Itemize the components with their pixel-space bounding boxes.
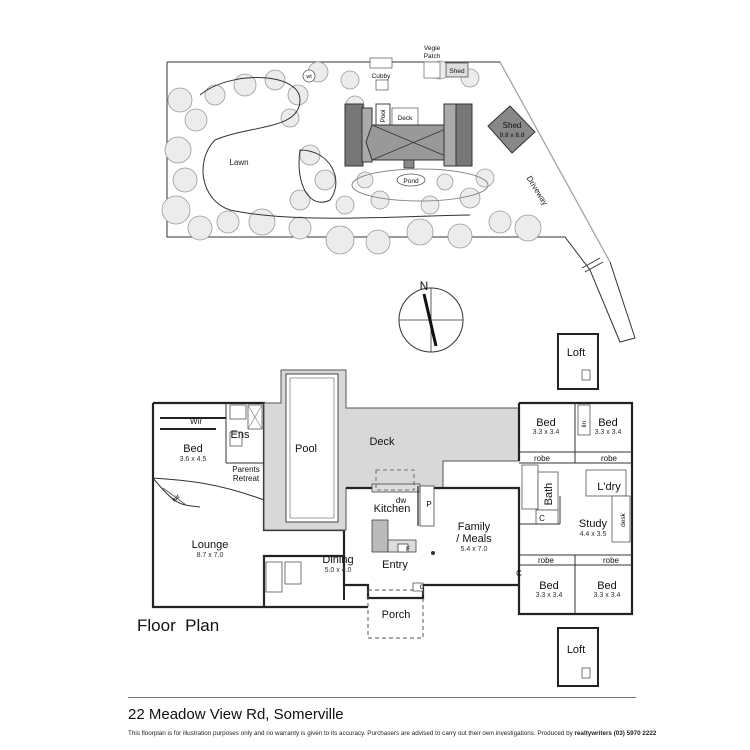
compass-needle [422, 293, 438, 347]
lawn-label: Lawn [229, 158, 248, 167]
property-boundary [166, 61, 636, 343]
bed3-dim: 3.3 x 3.4 [595, 429, 622, 436]
bed2-dim: 3.3 x 3.4 [533, 429, 560, 436]
room-labels: Wir Ens Bed 3.6 x 4.5 Parents Retreat wi… [170, 347, 627, 656]
side-closet-label: C [516, 569, 522, 578]
family-label-2: / Meals [456, 533, 492, 545]
loft-top [557, 333, 599, 390]
cubby-label: Cubby [372, 73, 392, 80]
pool-label: Pool [295, 443, 317, 455]
vegie-label-2: Patch [424, 53, 441, 60]
water-tank [302, 69, 316, 83]
porch-area [367, 589, 424, 639]
loft-bottom [557, 627, 599, 687]
floor-plan-title: Floor Plan [137, 616, 220, 635]
disclaimer-text: This floorplan is for illustration purpo… [128, 730, 573, 737]
lounge-dim: 8.7 x 7.0 [197, 552, 224, 559]
fridge-label: F [406, 546, 410, 553]
study-label: Study [579, 518, 608, 530]
parents-retreat-label-1: Parents [232, 465, 260, 474]
robe-a-label: robe [534, 454, 551, 463]
small-shed [445, 62, 469, 78]
pantry-label: P [426, 500, 431, 509]
lounge-label: Lounge [192, 539, 229, 551]
entry-label: Entry [382, 559, 408, 571]
property-address: 22 Meadow View Rd, Somerville [128, 706, 344, 723]
linen-label: lin [581, 420, 588, 427]
ensuite-label: Ens [231, 429, 250, 441]
entry-closet-label: C [420, 584, 425, 591]
robe-c-label: robe [538, 556, 555, 565]
porch-label: Porch [382, 609, 411, 621]
pond-label: Pond [403, 178, 419, 185]
site-deck-label: Deck [398, 115, 414, 122]
robe-d-label: robe [603, 556, 620, 565]
loft-top-label: Loft [567, 347, 585, 359]
bed5-dim: 3.3 x 3.4 [594, 592, 621, 599]
floor-plan [151, 333, 634, 687]
dishwasher-label: dw [396, 496, 406, 505]
hall-closet-label: C [539, 514, 545, 523]
disclaimer: This floorplan is for illustration purpo… [128, 730, 656, 737]
master-bed-label: Bed [183, 443, 203, 455]
bath-label: Bath [543, 483, 555, 506]
producer-name: realtywriters [574, 730, 612, 737]
bed2-label: Bed [536, 417, 556, 429]
large-shed-dim: 9.8 x 8.8 [500, 132, 525, 139]
water-tank-label: wt [305, 74, 312, 80]
robe-b-label: robe [601, 454, 618, 463]
wir2-label: wir [170, 492, 182, 504]
pond [396, 173, 426, 187]
compass-north-label: N [420, 279, 429, 293]
small-shed-label: Shed [449, 68, 465, 75]
bed4-dim: 3.3 x 3.4 [536, 592, 563, 599]
site-pool-label: Pool [380, 109, 387, 123]
master-bed-dim: 3.6 x 4.5 [180, 456, 207, 463]
study-dim: 4.4 x 3.5 [580, 531, 607, 538]
bed5-label: Bed [597, 580, 617, 592]
large-shed [487, 105, 536, 154]
desk-label: desk [620, 512, 627, 526]
deck-label: Deck [369, 436, 395, 448]
family-label-1: Family [458, 521, 491, 533]
driveway-label: Driveway [525, 174, 550, 207]
bed3-label: Bed [598, 417, 618, 429]
laundry-label: L'dry [597, 481, 621, 493]
parents-retreat-label-2: Retreat [233, 474, 260, 483]
site-plan: Pool Deck Pond Cubby Vegie Patch Shed wt [161, 45, 636, 343]
dining-dim: 5.0 x 4.0 [325, 567, 352, 574]
wir-label: Wir [190, 417, 202, 426]
compass: N [398, 279, 464, 353]
garden-path [199, 77, 471, 219]
pool-area [285, 373, 339, 523]
site-house [344, 103, 473, 169]
loft-bottom-label: Loft [567, 644, 585, 656]
family-dim: 5.4 x 7.0 [461, 546, 488, 553]
bed4-label: Bed [539, 580, 559, 592]
vegie-label-1: Vegie [424, 45, 441, 52]
producer-phone: (03) 5970 2222 [613, 730, 657, 737]
large-shed-label: Shed [503, 121, 522, 130]
kitchen-label: Kitchen [374, 503, 411, 515]
dining-label: Dining [322, 554, 353, 566]
divider [128, 697, 636, 698]
